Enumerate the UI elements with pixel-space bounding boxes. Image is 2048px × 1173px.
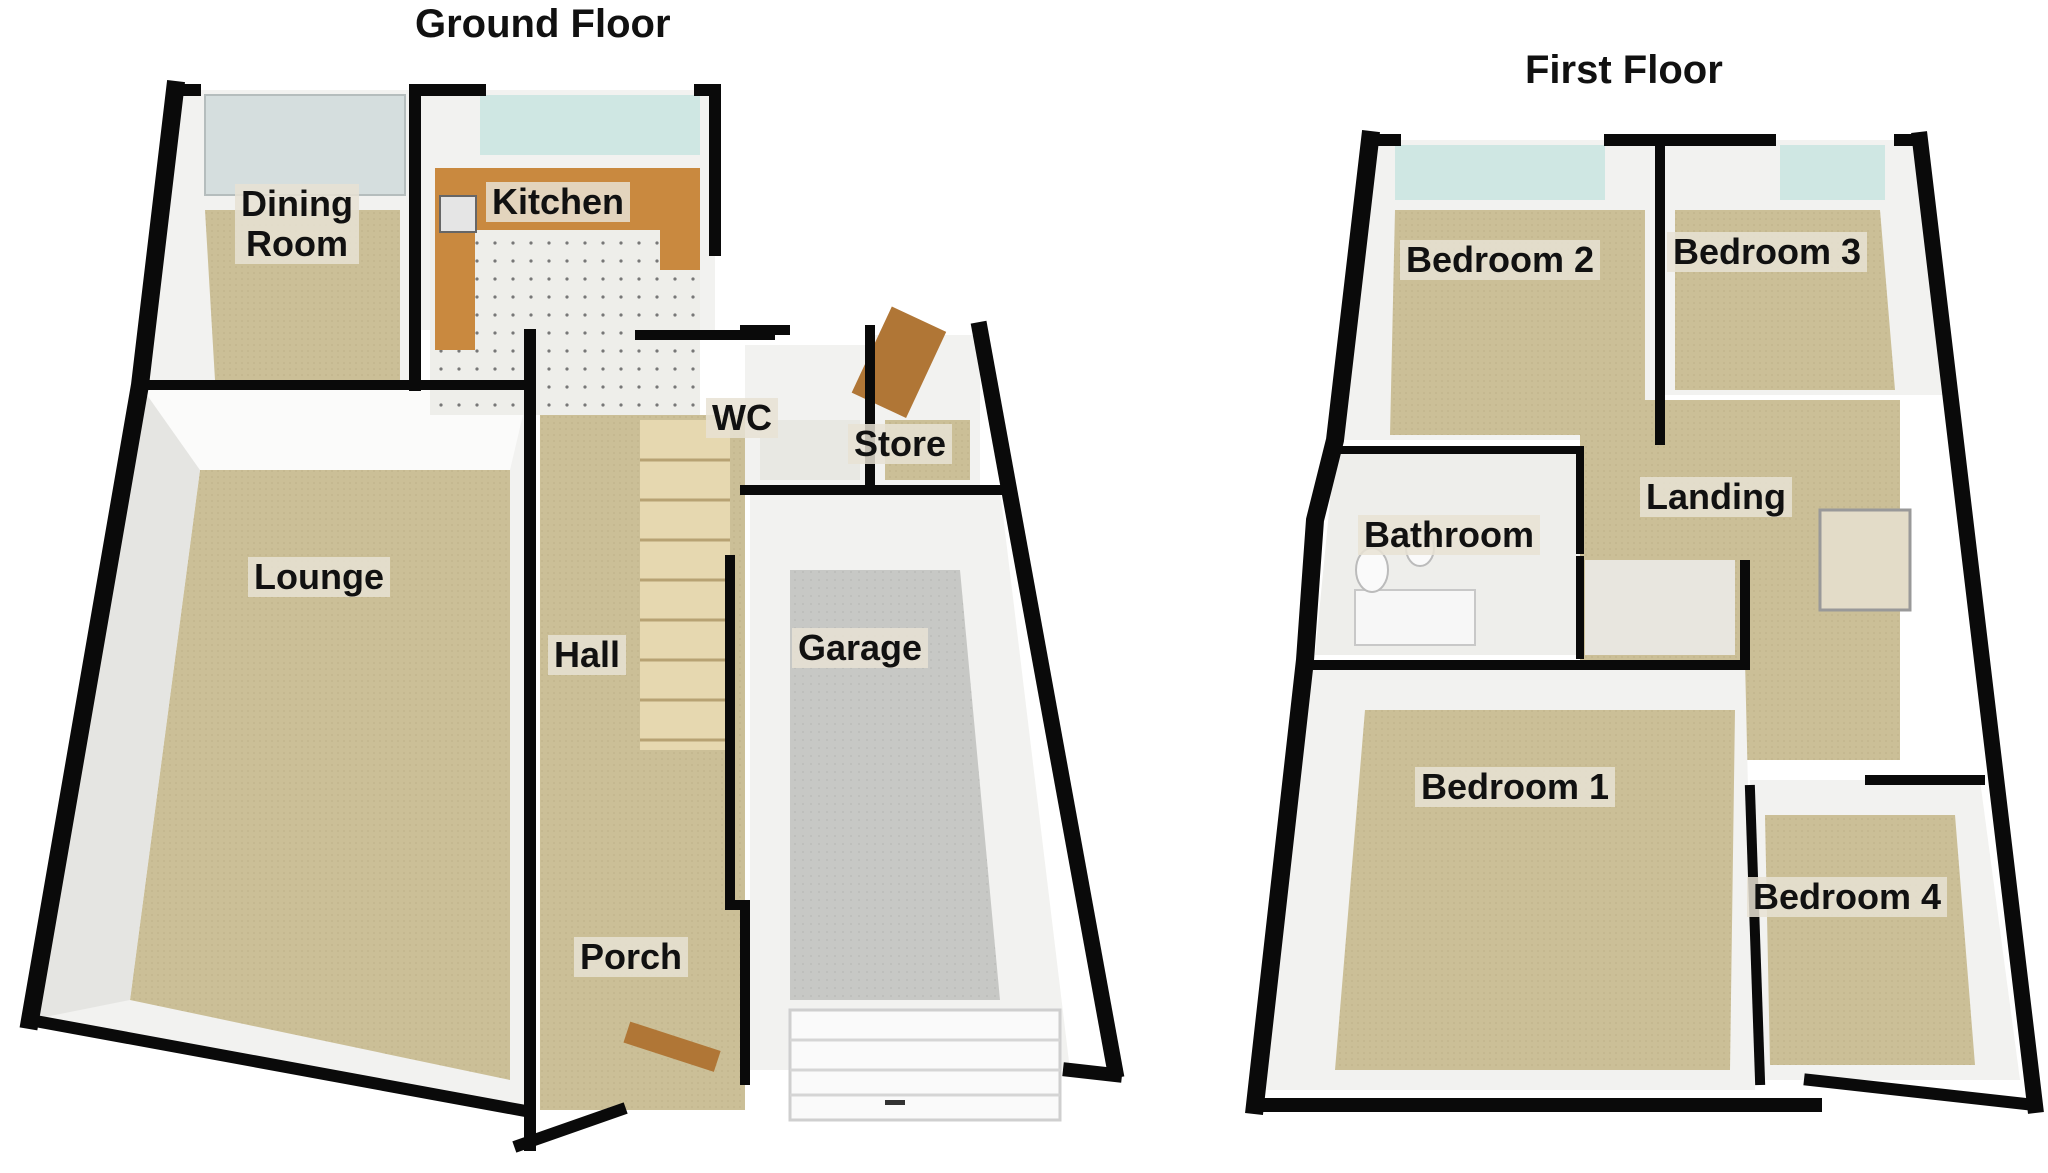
bedroom-1-room: [1255, 660, 1755, 1090]
room-label-bedroom-2: Bedroom 2: [1400, 240, 1601, 280]
bedroom-4-room: [1750, 780, 2020, 1080]
front-door-store: [851, 306, 947, 418]
porch-area: [540, 880, 735, 1110]
lounge-room: [30, 385, 530, 1110]
ground-floor-title: Ground Floor: [415, 2, 671, 46]
bedroom-3-window: [1780, 145, 1885, 200]
staircase: [640, 420, 730, 750]
stair-opening: [1818, 508, 1912, 612]
ground-floor-walls: [19, 80, 1125, 1153]
room-label-dining-room: Dining Room: [235, 184, 359, 264]
room-label-landing: Landing: [1640, 477, 1792, 517]
room-label-bedroom-1: Bedroom 1: [1415, 767, 1616, 807]
room-label-store: Store: [848, 424, 953, 464]
first-floor-walls: [1245, 130, 2044, 1115]
room-label-bathroom: Bathroom: [1358, 515, 1540, 555]
first-floor-plan: [1245, 130, 2044, 1115]
airing-cupboard: [1585, 560, 1735, 655]
bedroom-2-window: [1395, 145, 1605, 200]
room-label-kitchen: Kitchen: [486, 182, 631, 222]
room-label-garage: Garage: [792, 628, 929, 668]
first-floor-title: First Floor: [1525, 48, 1723, 92]
bath-tub: [1354, 589, 1476, 646]
room-label-hall: Hall: [548, 635, 627, 675]
porch-front-door: [623, 1021, 721, 1072]
room-label-dining-line-1: Dining: [241, 183, 353, 224]
ground-floor-plan: [19, 80, 1125, 1153]
bedroom-2-room: [1335, 140, 1655, 440]
kitchen-room: [420, 90, 715, 415]
room-label-wc: WC: [706, 398, 778, 438]
room-label-bedroom-4: Bedroom 4: [1747, 877, 1948, 917]
hob-icon: [439, 195, 477, 233]
garage-door: [788, 1008, 1062, 1122]
room-label-porch: Porch: [574, 937, 689, 977]
kitchen-window: [480, 95, 700, 155]
room-label-lounge: Lounge: [248, 557, 390, 597]
room-label-dining-line-2: Room: [245, 223, 348, 264]
room-label-bedroom-3: Bedroom 3: [1667, 232, 1868, 272]
patio-door-window: [204, 94, 406, 196]
